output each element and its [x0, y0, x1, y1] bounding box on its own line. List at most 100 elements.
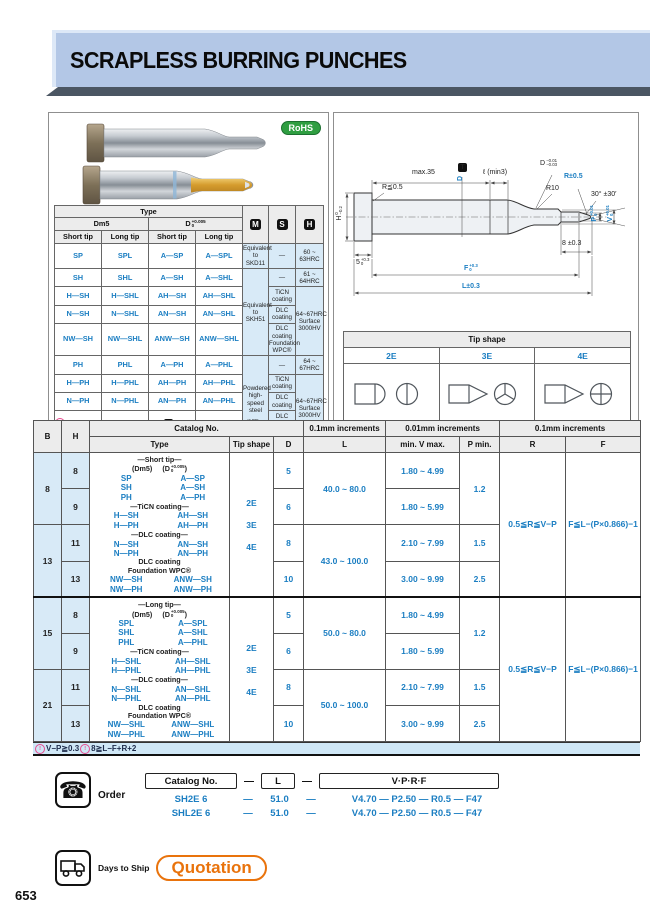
table-row: 9 6 1.80 ~ 5.99: [34, 632, 641, 670]
tip-shape-cell: 2E 3E 4E: [229, 452, 274, 598]
tip-shape-3e: 3E: [438, 347, 536, 364]
spec-table-footnote: ! V−P≧0.3 ! 8≧L−F+R+2: [33, 742, 640, 757]
tip-shape-4e: 4E: [534, 347, 631, 364]
dim-r-head: R≦0.5: [382, 184, 403, 191]
table-row: 21 11 8 50.0 ~ 100.0 2.10 ~ 7.99 1.5: [33, 668, 641, 743]
col-catalog-no: Catalog No.: [88, 420, 305, 437]
page-title: SCRAPLESS BURRING PUNCHES: [70, 46, 407, 73]
col-long-tip: Long tip: [101, 230, 149, 244]
dim-max35: max.35: [412, 169, 435, 176]
col-min-v-max: min. V max.: [385, 436, 461, 453]
col-b: B: [33, 420, 62, 453]
days-to-ship-section: Days to Ship Quotation: [55, 850, 267, 886]
order-section: ☎ Order: [55, 772, 125, 808]
dim-r10: R10: [546, 185, 559, 192]
table-row: 13 10 3.00 ~ 9.99 2.5: [34, 705, 641, 743]
dim-d-tolerance: D −0.01−0.03: [540, 158, 558, 168]
order-icon-box: ☎: [55, 772, 91, 808]
table-row: 9 6 1.80 ~ 5.99: [34, 488, 641, 525]
table-row: H—PH H—PHL AH—PH AH—PHL TiCN coating 64~…: [54, 373, 327, 444]
tip-shape-2e-icon: [343, 363, 440, 429]
format-box-vprf: V·P·R·F: [319, 773, 499, 789]
ship-icon-box: [55, 850, 91, 886]
days-to-ship-label: Days to Ship: [98, 863, 150, 873]
spec-table-section: B H Catalog No. 0.1mm increments 0.01mm …: [33, 420, 642, 757]
dim-ell-min3: ℓ (min3): [483, 169, 508, 176]
col-l: L: [303, 436, 387, 453]
surface-column-header: S: [268, 205, 296, 244]
table-row: NW—SH NW—SHL ANW—SH ANW—SHL DLC coating …: [54, 322, 324, 357]
order-label: Order: [98, 789, 126, 801]
format-box-l: L: [261, 773, 295, 789]
col-r: R: [499, 436, 567, 453]
dim-d-letter: D: [457, 175, 465, 182]
tip-shape-table: Tip shape 2E 3E 4E: [343, 331, 631, 429]
material-column-header: M: [242, 205, 269, 244]
dimension-drawing-panel: max.35 ℓ (min3) D −0.01−0.03 R≦0.5 R10 R…: [333, 112, 639, 434]
tip-shape-2e: 2E: [343, 347, 440, 364]
tip-shape-4e-icon: [534, 363, 631, 429]
order-example-row: SH2E 6 — 51.0 — V4.70 — P2.50 — R0.5 — F…: [174, 794, 483, 805]
h-badge-icon: H: [304, 218, 315, 230]
m-badge-icon: M: [250, 218, 261, 230]
dim-l-tolerance: L±0.3: [462, 283, 480, 290]
col-short-tip: Short tip: [148, 230, 196, 244]
caution-icon: !: [35, 743, 45, 754]
page-header-banner: SCRAPLESS BURRING PUNCHES: [52, 30, 650, 87]
format-dash: —: [302, 775, 312, 787]
punch-photo-coated: [82, 165, 254, 205]
tip-shape-3e-icon: [438, 363, 536, 429]
technical-drawing: max.35 ℓ (min3) D −0.01−0.03 R≦0.5 R10 R…: [334, 117, 636, 325]
col-f: F: [565, 436, 642, 453]
table-row: 13 10 3.00 ~ 9.99 2.5: [34, 560, 641, 598]
days-to-ship-value: Quotation: [156, 855, 267, 881]
header-divider-bar: [46, 87, 650, 96]
phone-icon: ☎: [58, 776, 88, 803]
table-row: N—SH N—SHL AN—SH AN—SHL DLC coating: [54, 304, 324, 324]
hardness-column-header: H: [295, 205, 324, 244]
page-number: 653: [15, 888, 37, 903]
dim-angle-30: 30° ±30′: [591, 191, 617, 198]
format-box-catalog-no: Catalog No.: [145, 773, 237, 789]
col-h: H: [61, 420, 90, 453]
col-type: Type: [89, 436, 230, 453]
tolerance-group-dm5: Dm5: [54, 217, 149, 232]
punch-photo-plain: [86, 123, 266, 163]
col-long-tip: Long tip: [195, 230, 243, 244]
tolerance-box-icon: T: [458, 163, 467, 172]
caution-icon: !: [80, 743, 91, 754]
type-table-title: Type: [54, 204, 243, 219]
col-increments-vp: 0.01mm increments: [385, 420, 501, 437]
dim-h-tolerance: H 0−0.2: [333, 206, 344, 221]
s-badge-icon: S: [276, 218, 288, 230]
tip-shape-title: Tip shape: [343, 331, 631, 348]
truck-icon: [60, 860, 85, 877]
dim-8: 8 ±0.3: [562, 240, 582, 247]
order-example-row: SHL2E 6 — 51.0 — V4.70 — P2.50 — R0.5 — …: [171, 808, 483, 819]
table-row: N—PH N—PHL AN—PH AN—PHL DLC coating: [54, 391, 324, 412]
product-photo: [82, 123, 266, 205]
table-row: H—SH H—SHL AH—SH AH—SHL TiCN coating 64~…: [54, 286, 327, 357]
table-row: PH PHL A—PH A—PHL Powdered high-speed st…: [54, 355, 324, 444]
col-increments-rf: 0.1mm increments: [499, 420, 642, 437]
tip-shape-cell: 2E 3E 4E: [229, 596, 274, 743]
table-row: SP SPL A—SP A—SPL Equivalent to SKD11 — …: [54, 242, 324, 270]
col-tip-shape: Tip shape: [229, 436, 274, 453]
format-dash: —: [244, 775, 254, 787]
table-row: SH SHL A—SH A—SHL Equivalent to SKH51 — …: [54, 268, 324, 357]
rohs-badge: RoHS: [280, 121, 321, 135]
table-row: 13 11 8 43.0 ~ 100.0 2.10 ~ 7.99 1.5: [33, 524, 641, 598]
dim-r-tip: R±0.5: [564, 173, 583, 180]
col-p-min: P min.: [459, 436, 501, 453]
